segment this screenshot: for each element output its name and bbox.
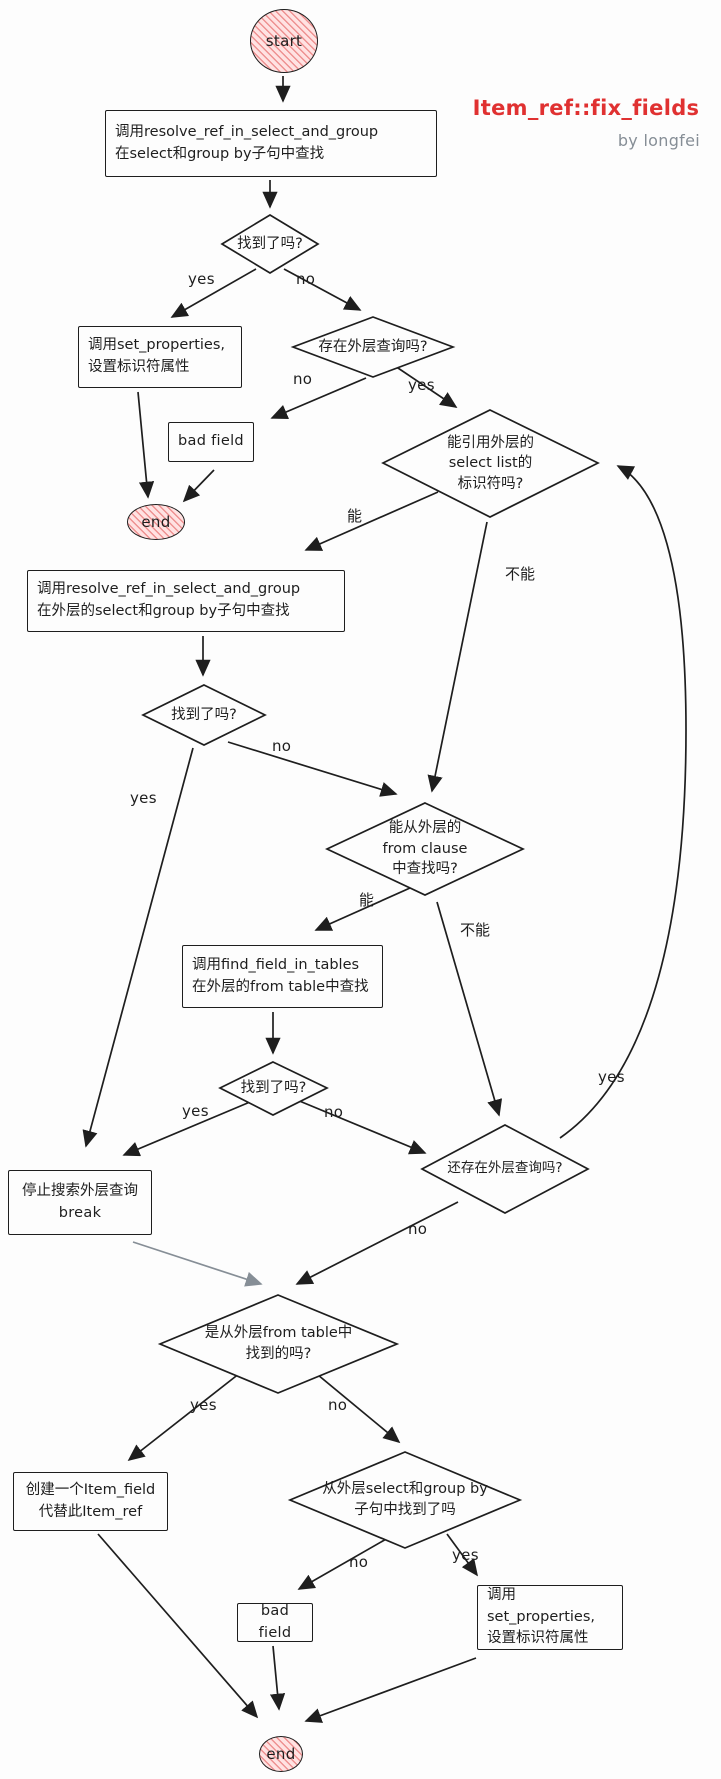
edge-bad-field1-to-end1 <box>182 469 215 503</box>
end-node-2: end <box>259 1736 303 1772</box>
process-resolve-outer-line1: 调用resolve_ref_in_select_and_group <box>37 581 301 598</box>
edge-from-table-yes-to-create-item <box>127 1372 241 1462</box>
edge-outer-query-no-to-bad-field1 <box>270 377 367 420</box>
process-bad-field1-label: bad field <box>178 433 244 450</box>
label-found2-yes: yes <box>130 789 157 807</box>
process-find-field-line2: 在外层的from table中查找 <box>192 978 369 995</box>
label-found3-no: no <box>324 1103 344 1121</box>
process-find-field-in-tables: 调用find_field_in_tables 在外层的from table中查找 <box>182 945 383 1008</box>
edge-outer-query-yes-to-can-ref <box>391 363 458 408</box>
label-moreouter-no: no <box>408 1220 428 1238</box>
edge-from-clause-cannot-to-more-outer <box>436 901 503 1117</box>
edge-found3-no-to-more-outer <box>296 1099 427 1155</box>
process-set-properties1: 调用set_properties, 设置标识符属性 <box>78 326 242 388</box>
label-canref-cannot: 不能 <box>505 565 536 583</box>
decision-more-outer-shape <box>420 1124 590 1214</box>
edge-set-properties1-to-end1 <box>137 391 155 499</box>
label-selgroup-no: no <box>349 1553 369 1571</box>
process-stop-search: 停止搜索外层查询 break <box>8 1170 152 1235</box>
end2-label: end <box>266 1745 296 1763</box>
process-create-item-field: 创建一个Item_field 代替此Item_ref <box>13 1472 168 1531</box>
decision-found3-shape <box>218 1061 329 1116</box>
end-node-1: end <box>127 504 185 540</box>
process-create-item-line2: 代替此Item_ref <box>38 1503 143 1520</box>
label-found1-no: no <box>296 270 316 288</box>
process-resolve-outer: 调用resolve_ref_in_select_and_group 在外层的se… <box>27 570 345 632</box>
start-node: start <box>250 9 318 73</box>
process-stop-search-line1: 停止搜索外层查询 <box>22 1182 138 1199</box>
process-set-properties2: 调用set_properties, 设置标识符属性 <box>477 1585 623 1650</box>
decision-found2-shape <box>141 684 267 746</box>
edge-stop-search-to-from-table <box>132 1241 263 1287</box>
edge-can-ref-can-to-resolve-outer <box>304 491 439 551</box>
label-fromtable-no: no <box>328 1396 348 1414</box>
edge-create-item-to-end2 <box>97 1533 259 1719</box>
decision-can-ref-shape <box>381 409 600 518</box>
start-label: start <box>265 32 303 50</box>
label-selgroup-yes: yes <box>452 1546 479 1564</box>
edge-set-properties2-to-end2 <box>304 1657 477 1723</box>
edge-from-clause-can-to-find-field <box>314 887 411 931</box>
process-set-properties2-line2: 设置标识符属性 <box>487 1630 589 1647</box>
label-found2-no: no <box>272 737 292 755</box>
decision-sel-group-shape <box>287 1451 523 1549</box>
process-find-field-line1: 调用find_field_in_tables <box>192 956 360 973</box>
edge-more-outer-yes-loop-to-can-ref <box>559 465 687 1139</box>
label-outerq-no: no <box>293 370 313 388</box>
process-stop-search-line2: break <box>58 1204 102 1221</box>
label-found3-yes: yes <box>182 1102 209 1120</box>
edge-found1-yes-to-set-properties1 <box>170 268 257 318</box>
decision-outer-query-shape <box>290 316 456 378</box>
edge-found1-no-to-outer-query <box>283 268 362 311</box>
label-fromclause-cannot: 不能 <box>460 921 491 939</box>
process-resolve-outer-line2: 在外层的select和group by子句中查找 <box>37 603 290 619</box>
edge-found2-yes-to-stop-search <box>82 747 194 1148</box>
decision-found1-shape <box>220 214 320 274</box>
process-set-properties1-line2: 设置标识符属性 <box>88 359 190 375</box>
label-canref-can: 能 <box>347 507 363 525</box>
process-bad-field2-label: bad field <box>258 1602 292 1641</box>
edge-can-ref-cannot-to-from-clause <box>427 521 488 793</box>
label-moreouter-yes: yes <box>598 1068 625 1086</box>
process-set-properties2-line1: 调用set_properties, <box>487 1586 596 1625</box>
end1-label: end <box>141 513 171 531</box>
label-found1-yes: yes <box>188 270 215 288</box>
edge-sel-group-yes-to-set-properties2 <box>446 1533 479 1577</box>
decision-from-table-shape <box>157 1294 400 1394</box>
label-outerq-yes: yes <box>408 376 435 394</box>
edge-bad-field2-to-end2 <box>269 1645 286 1711</box>
process-resolve-first-line2: 在select和group by子句中查找 <box>115 145 325 162</box>
process-resolve-first: 调用resolve_ref_in_select_and_group 在selec… <box>105 110 437 177</box>
edge-found3-yes-to-stop-search <box>122 1101 251 1157</box>
edge-found2-no-to-from-clause <box>227 741 398 797</box>
process-bad-field2: bad field <box>237 1603 313 1642</box>
process-bad-field1: bad field <box>168 422 254 462</box>
label-fromclause-can: 能 <box>359 891 375 909</box>
edge-sel-group-no-to-bad-field2 <box>297 1537 389 1590</box>
process-create-item-line1: 创建一个Item_field <box>25 1481 156 1498</box>
decision-from-clause-shape <box>324 802 526 896</box>
process-set-properties1-line1: 调用set_properties, <box>88 337 226 354</box>
label-fromtable-yes: yes <box>190 1396 217 1414</box>
diagram-title: Item_ref::fix_fields <box>472 96 700 120</box>
diagram-byline: by longfei <box>617 131 700 150</box>
process-resolve-first-line1: 调用resolve_ref_in_select_and_group <box>115 123 379 140</box>
edge-more-outer-no-to-from-table <box>295 1201 459 1285</box>
edge-from-table-no-to-sel-group <box>311 1369 401 1444</box>
